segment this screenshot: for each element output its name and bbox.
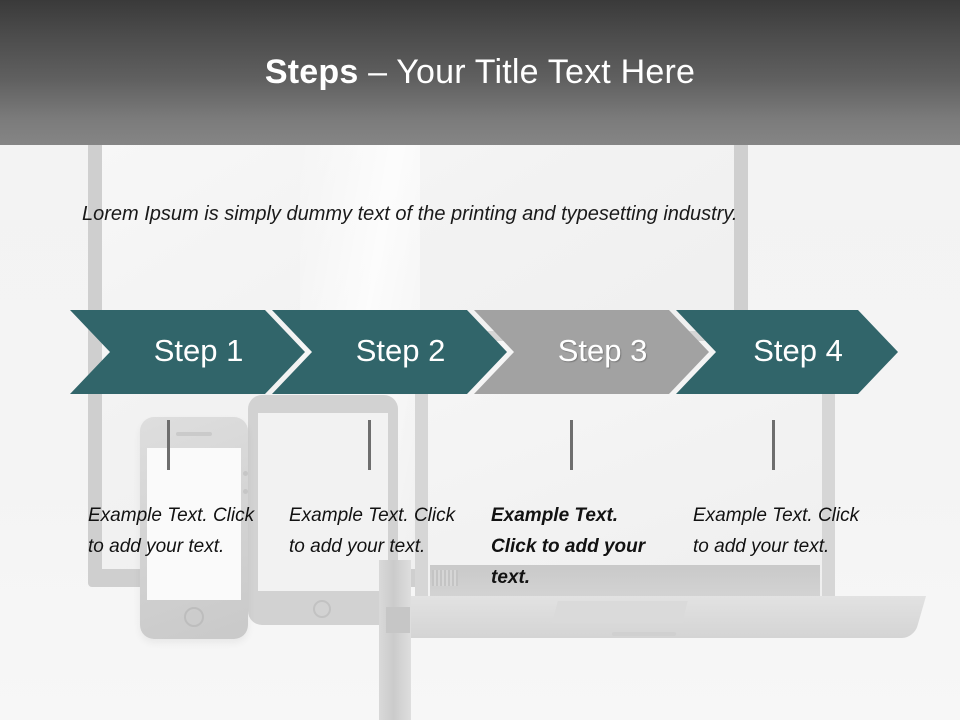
step-arrow-group: Step 1 Step 2 Step 3 Step 4 bbox=[0, 310, 960, 394]
caption-text-2[interactable]: Example Text. Click to add your text. bbox=[289, 505, 456, 557]
step-arrow-label: Step 1 bbox=[153, 333, 244, 368]
step-arrow-2[interactable]: Step 2 bbox=[272, 310, 507, 394]
step-arrow-label: Step 4 bbox=[753, 333, 843, 368]
tick-mark-3 bbox=[570, 420, 573, 470]
caption-text-1[interactable]: Example Text. Click to add your text. bbox=[88, 505, 255, 557]
page-title-emphasis: Steps bbox=[264, 53, 359, 91]
step-arrow-label: Step 2 bbox=[355, 333, 446, 368]
monitor-stand-notch-icon bbox=[386, 607, 410, 633]
tick-mark-2 bbox=[368, 420, 371, 470]
laptop-trackpad-icon bbox=[552, 601, 688, 623]
smartphone-screen-icon bbox=[147, 448, 241, 600]
step-arrow-1[interactable]: Step 1 bbox=[70, 310, 305, 394]
step-arrow-3[interactable]: Step 3 bbox=[474, 310, 709, 394]
step-arrow-label: Step 3 bbox=[557, 333, 648, 368]
laptop-keyboard-icon bbox=[430, 565, 820, 597]
header-band: Steps – Your Title Text Here bbox=[0, 0, 960, 145]
intro-paragraph: Lorem Ipsum is simply dummy text of the … bbox=[82, 203, 738, 225]
caption-text-3[interactable]: Example Text. Click to add your text. bbox=[491, 505, 646, 588]
smartphone-home-button-icon bbox=[184, 607, 204, 627]
smartphone-side-button-icon bbox=[243, 471, 248, 476]
laptop-vent-icon bbox=[432, 570, 458, 586]
tablet-screen-icon bbox=[258, 413, 388, 591]
page-title-rest: – Your Title Text Here bbox=[358, 53, 696, 91]
tablet-home-button-icon bbox=[313, 600, 331, 618]
laptop-latch-icon bbox=[612, 632, 676, 636]
tick-mark-4 bbox=[772, 420, 775, 470]
step-arrow-4[interactable]: Step 4 bbox=[676, 310, 898, 394]
tick-mark-1 bbox=[167, 420, 170, 470]
page-title: Steps – Your Title Text Here bbox=[0, 52, 960, 92]
smartphone-side-button-icon bbox=[243, 489, 248, 494]
smartphone-speaker-icon bbox=[176, 432, 212, 436]
monitor-stand-neck-icon bbox=[379, 560, 411, 720]
caption-text-4[interactable]: Example Text. Click to add your text. bbox=[693, 505, 860, 557]
